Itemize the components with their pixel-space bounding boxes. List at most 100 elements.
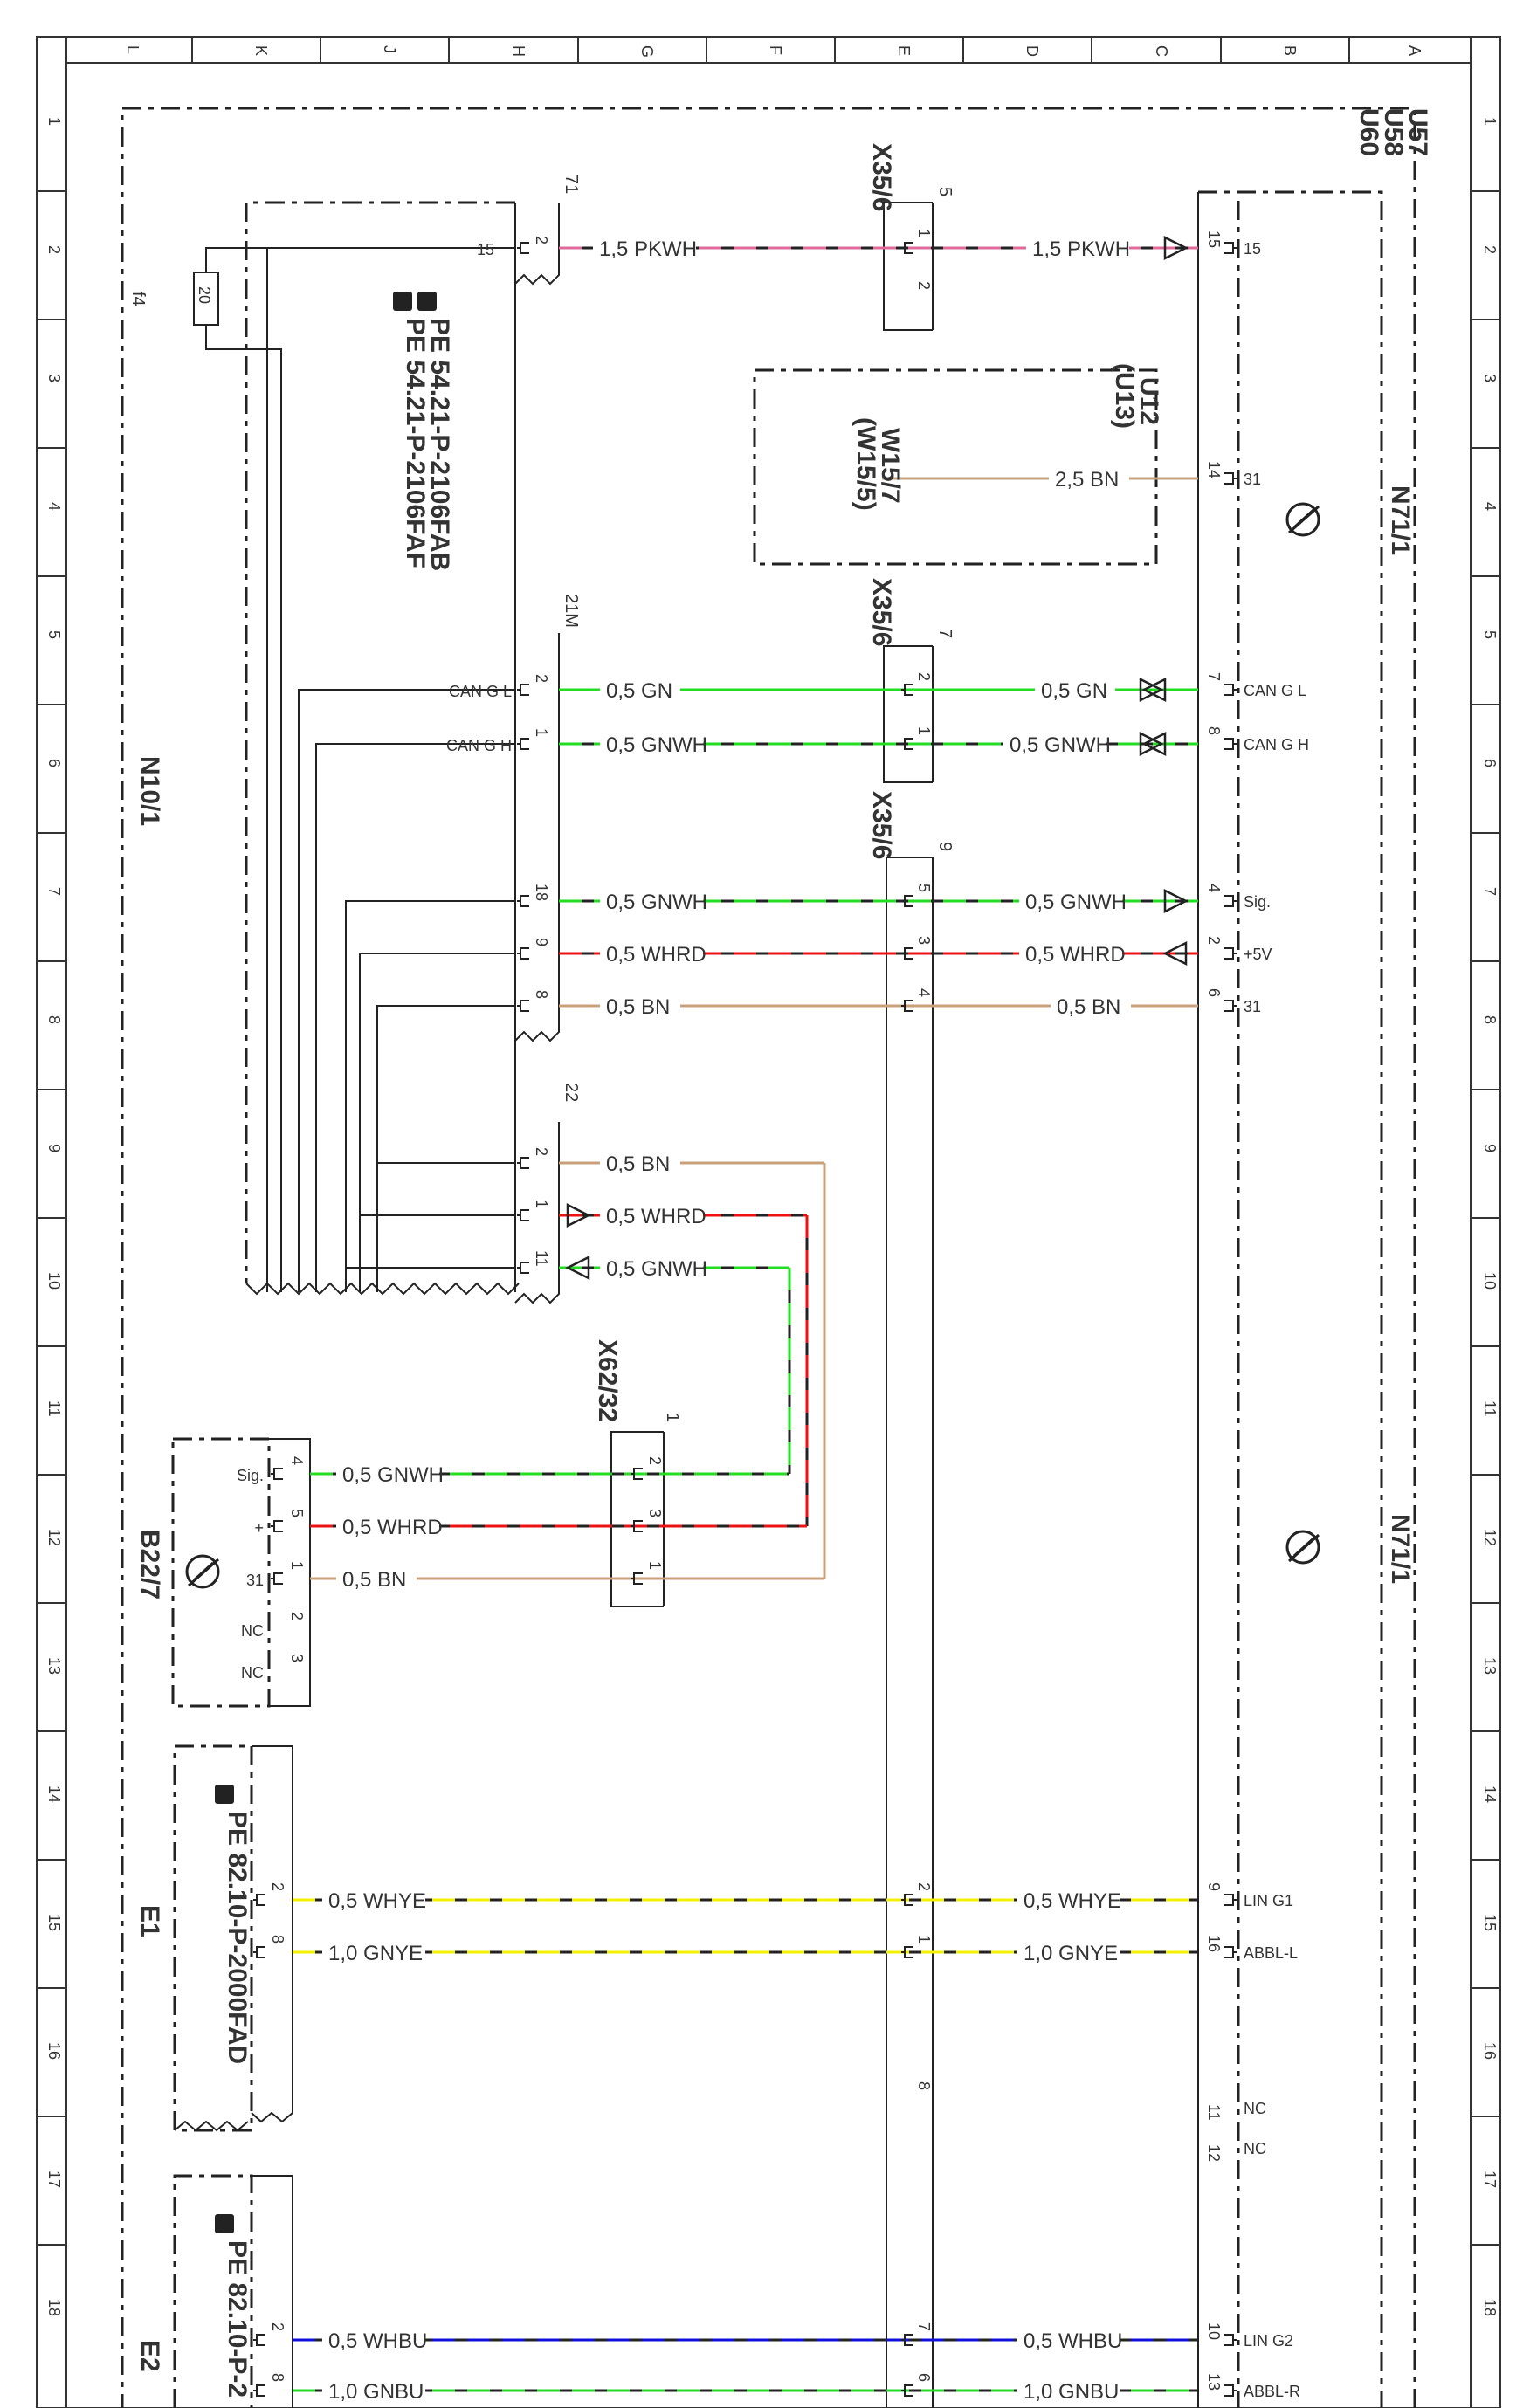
- fuse-label: f4: [128, 292, 148, 306]
- column-label: B: [1281, 45, 1299, 56]
- u12-boundary: [753, 368, 1158, 566]
- pin-number: 2: [269, 1882, 286, 1891]
- wire-label-bg: [600, 941, 703, 966]
- wire-label: 0,5 WHRD: [606, 943, 706, 967]
- pin-number: 2: [288, 1612, 306, 1620]
- e-pin: [253, 1946, 266, 1958]
- pin-function-label: CAN G H: [1244, 736, 1309, 753]
- arrow-in-icon: [566, 1202, 591, 1228]
- row-label: 5: [45, 630, 63, 639]
- wire-label: 0,5 GNWH: [606, 733, 707, 757]
- arrow-out-icon: [565, 1255, 590, 1281]
- pe-reference-e1: PE 82.10-P-2000FAD: [223, 1811, 252, 2064]
- row-label: 3: [45, 374, 63, 382]
- row-label: 11: [45, 1400, 63, 1417]
- wire-label: 1,0 GNYE: [328, 1942, 423, 1965]
- wire-label: 0,5 GNWH: [606, 891, 707, 914]
- row-label: 8: [45, 1015, 63, 1024]
- pin-number: 13: [1205, 2373, 1223, 2391]
- pin-function-label: CAN G L: [449, 683, 512, 700]
- wire-label-bg: [1003, 732, 1106, 756]
- row-label: 13: [45, 1657, 63, 1675]
- pin-number: 16: [1205, 1935, 1223, 1952]
- pin-function-label: 15: [1244, 240, 1261, 258]
- e2-boundary: [173, 2174, 253, 2408]
- bidirectional-arrow-icon: [1141, 731, 1167, 757]
- pin-number: 4: [1205, 884, 1223, 892]
- n71-pin: [1223, 2334, 1237, 2346]
- row-label: 5: [1481, 630, 1499, 639]
- bidirectional-arrow-icon-back: [1139, 731, 1164, 757]
- row-label: 6: [45, 759, 63, 767]
- pin-function-label: ABBL-R: [1244, 2383, 1300, 2400]
- wire-label: 0,5 WHBU: [1024, 2329, 1122, 2353]
- connector-21m-frame: [514, 633, 560, 1042]
- wire-label-bg: [1017, 2378, 1120, 2403]
- e-pin: [253, 2334, 266, 2346]
- e1-boundary: [173, 1744, 253, 2132]
- pin-number: 6: [915, 2373, 933, 2382]
- wire-label-bg: [1017, 1888, 1120, 1912]
- wire-label-bg: [336, 1566, 417, 1591]
- pin-number: 6: [1205, 988, 1223, 997]
- pe-reference-e2: PE 82.10-P-2: [223, 2240, 252, 2398]
- row-label: 12: [45, 1529, 63, 1546]
- row-label: 12: [1481, 1529, 1499, 1546]
- pin-function-label: NC: [1244, 2100, 1266, 2117]
- column-label: K: [252, 45, 270, 56]
- pin-number: 3: [915, 936, 933, 945]
- pin-number: 3: [646, 1509, 664, 1517]
- pin-number: 8: [269, 2373, 286, 2382]
- row-label: 1: [1481, 117, 1499, 126]
- pin-number: 1: [915, 229, 933, 237]
- x35-6-block-a: [883, 202, 933, 331]
- b22-7-edge: [269, 1438, 311, 1707]
- wire-label-bg: [600, 1151, 680, 1175]
- n71-pin: [1223, 895, 1237, 907]
- e2-edge: [252, 2175, 293, 2408]
- n71-pin: [1223, 1894, 1237, 1906]
- pin-number-labels: 2211898211115147842691610131112122153421…: [269, 229, 1223, 2391]
- wire-label: 1,0 GNBU: [1024, 2380, 1119, 2404]
- ground-symbol-icon: [185, 502, 1320, 1589]
- pin-function-label: 15: [477, 241, 494, 258]
- column-label: F: [767, 45, 784, 55]
- pin-function-label: LIN G1: [1244, 1892, 1293, 1909]
- wire-label-bg: [1019, 889, 1122, 913]
- pin-function-label: ABBL-L: [1244, 1944, 1298, 1962]
- row-grid-ticks: [37, 190, 1500, 2246]
- pin-number: 18: [533, 884, 550, 901]
- e-pin: [253, 2384, 266, 2397]
- wire-label-bg: [322, 2328, 425, 2352]
- connector-22-label: 22: [562, 1083, 581, 1102]
- b22-7-pin: [271, 1572, 284, 1585]
- row-label: 10: [1481, 1272, 1499, 1290]
- connector-71-label: 71: [562, 175, 581, 194]
- n71-1-boundary: [1198, 190, 1383, 2408]
- row-label: 14: [1481, 1785, 1499, 1803]
- bidirectional-arrow-icon-back: [1139, 677, 1164, 703]
- pin-number: 1: [288, 1561, 306, 1570]
- wire-label-bg: [1017, 2328, 1120, 2352]
- n71-pin: [1223, 242, 1237, 254]
- column-label: J: [381, 45, 398, 53]
- wire-label: 0,5 GNWH: [342, 1463, 444, 1487]
- n10-pin: [517, 947, 530, 960]
- n10-pin: [517, 1262, 530, 1274]
- unit-label-u57: U57: [1403, 108, 1432, 156]
- n71-pin: [1223, 738, 1237, 750]
- row-label: 11: [1481, 1400, 1499, 1417]
- pin-number: 2: [915, 672, 933, 681]
- pin-number: 4: [915, 988, 933, 997]
- wire-label: 0,5 BN: [606, 995, 670, 1019]
- row-label: 1: [45, 117, 63, 126]
- e1-label: E1: [135, 1905, 164, 1937]
- pin-number: 12: [1205, 2144, 1223, 2162]
- pin-number: 2: [533, 236, 550, 244]
- wire-label: 0,5 WHRD: [1025, 943, 1126, 967]
- pin-function-label: Sig.: [1244, 893, 1271, 911]
- pin-number: 11: [533, 1250, 550, 1267]
- n10-pin: [517, 684, 530, 696]
- x35-count-a: 5: [935, 187, 955, 196]
